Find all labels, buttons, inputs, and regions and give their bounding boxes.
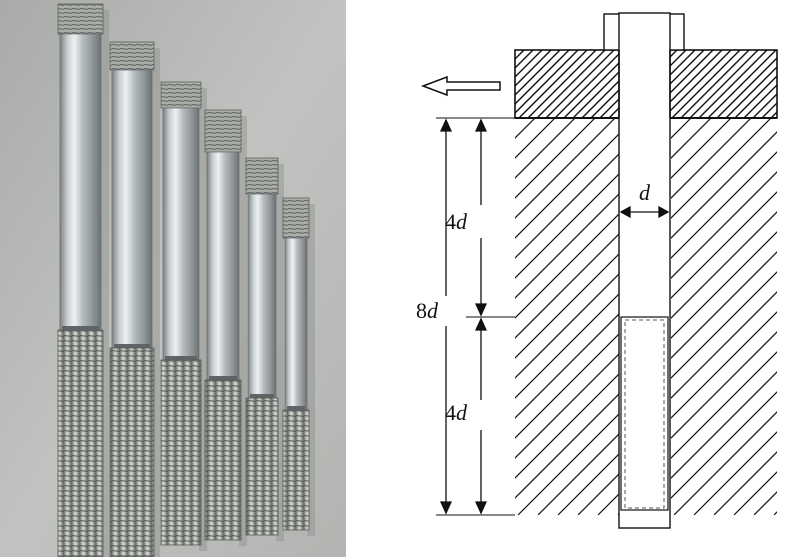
threaded-rod bbox=[282, 197, 315, 536]
rod-group bbox=[57, 3, 315, 557]
embedded-thread-section bbox=[620, 316, 669, 511]
embedded-thread-dashed bbox=[624, 319, 665, 509]
bolt-shaft bbox=[618, 12, 671, 529]
diameter-dimension bbox=[619, 205, 670, 219]
upper-length-dimension bbox=[474, 118, 488, 317]
threaded-rod bbox=[245, 157, 284, 541]
threaded-rod bbox=[109, 41, 160, 557]
pull-direction-arrow-icon bbox=[420, 75, 501, 97]
threaded-rod bbox=[160, 81, 207, 551]
loading-plate bbox=[514, 49, 778, 119]
anchor-schematic: d 8d 4d 4d bbox=[416, 12, 778, 529]
threaded-rod bbox=[204, 109, 247, 546]
lower-length-label: 4d bbox=[445, 400, 468, 425]
threaded-rod bbox=[57, 3, 109, 557]
concrete-matrix-left bbox=[515, 118, 619, 515]
diameter-label: d bbox=[639, 180, 651, 205]
extension-lines bbox=[436, 117, 515, 516]
total-length-dimension bbox=[439, 118, 453, 515]
upper-length-label: 4d bbox=[445, 209, 468, 234]
lower-length-dimension bbox=[474, 317, 488, 515]
concrete-matrix-right bbox=[671, 118, 777, 515]
threaded-rods-photo bbox=[0, 0, 346, 557]
total-length-label: 8d bbox=[416, 298, 439, 323]
